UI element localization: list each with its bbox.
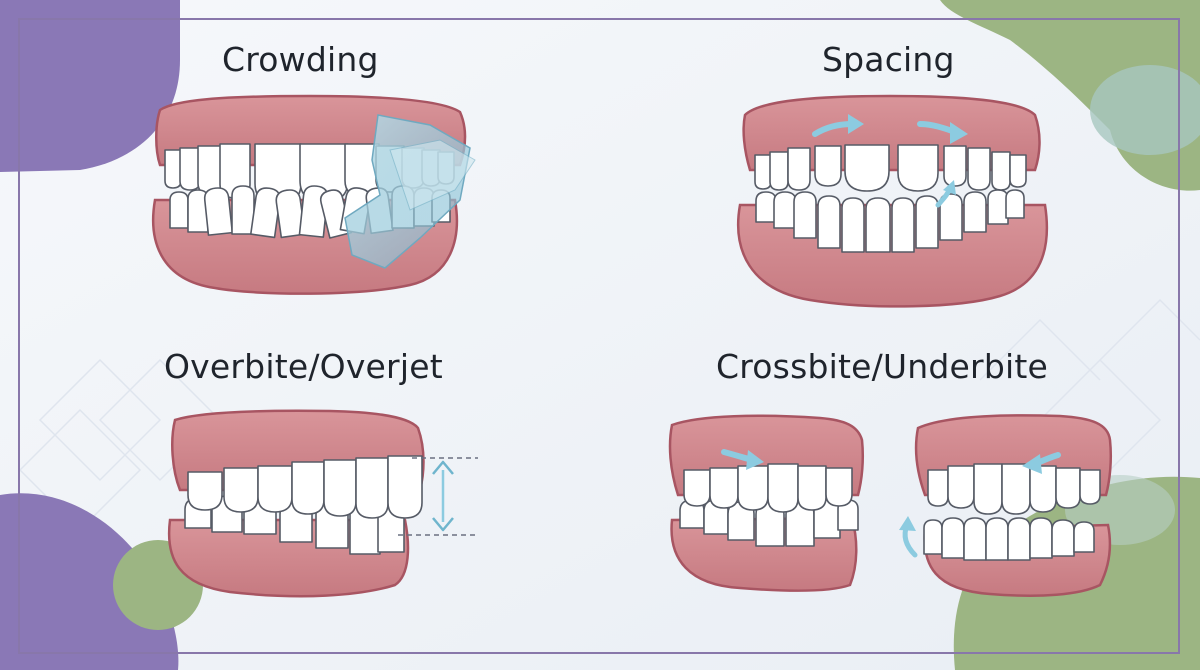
tooth — [1001, 463, 1031, 515]
tooth — [943, 145, 967, 187]
tooth — [203, 187, 234, 236]
double-arrow-vertical-icon — [398, 457, 478, 536]
tooth — [291, 461, 325, 515]
tooth — [769, 151, 789, 191]
aligner-shield-icon — [389, 139, 476, 211]
tooth — [963, 517, 987, 561]
tooth — [223, 467, 259, 513]
curved-arrow-up-icon — [899, 516, 916, 531]
tooth — [915, 195, 939, 249]
tooth — [164, 149, 182, 189]
tooth — [991, 151, 1011, 191]
tooth — [797, 465, 827, 511]
upper-teeth — [927, 463, 1101, 515]
tooth — [683, 469, 711, 507]
lower-teeth — [923, 517, 1095, 561]
arrow-right-icon — [746, 450, 764, 470]
tooth — [1051, 519, 1075, 557]
tooth — [927, 469, 949, 507]
curved-arrow-up-icon — [943, 180, 956, 195]
tooth — [825, 467, 853, 507]
crossbite-title: Crossbite/Underbite — [716, 347, 1048, 386]
tooth — [1029, 465, 1057, 513]
tooth — [787, 147, 811, 191]
tooth — [169, 191, 189, 229]
lower-teeth — [755, 189, 1025, 253]
tooth — [844, 144, 890, 192]
arrow-right-icon — [848, 114, 864, 134]
tooth — [767, 463, 799, 513]
tooth — [179, 147, 201, 191]
tooth — [323, 459, 357, 517]
spacing-illustration — [736, 94, 1049, 308]
tooth — [773, 191, 797, 229]
tooth — [1007, 517, 1031, 561]
tooth — [841, 197, 865, 253]
overbite-illustration — [167, 409, 478, 598]
tooth — [197, 145, 223, 195]
tooth — [814, 145, 842, 187]
tooth — [387, 455, 423, 519]
tooth — [973, 463, 1003, 515]
tooth — [257, 465, 293, 513]
crossbite-illustration — [668, 414, 1113, 597]
tooth — [865, 197, 891, 253]
tooth — [967, 147, 991, 191]
tooth — [987, 189, 1009, 225]
tooth — [1009, 154, 1027, 188]
tooth — [897, 144, 939, 192]
tooth — [923, 519, 943, 555]
tooth — [355, 457, 389, 519]
tooth — [709, 467, 739, 509]
tooth — [275, 189, 306, 239]
upper-teeth — [187, 455, 423, 519]
tooth — [817, 195, 841, 249]
crowding-title: Crowding — [222, 40, 379, 79]
upper-teeth — [683, 463, 853, 513]
spacing-title: Spacing — [822, 40, 955, 79]
tooth — [985, 517, 1009, 561]
tooth — [941, 517, 965, 559]
tooth — [755, 191, 777, 223]
overbite-title: Overbite/Overjet — [164, 347, 443, 386]
tooth — [963, 191, 987, 233]
tooth — [1079, 469, 1101, 505]
tooth — [1055, 467, 1081, 509]
upper-teeth — [754, 144, 1027, 192]
tooth — [947, 465, 975, 509]
arrow-right-icon — [950, 122, 968, 144]
purple-blob-bottom-left — [0, 493, 179, 670]
tooth — [1005, 189, 1025, 219]
purple-blob-top-left — [0, 0, 180, 172]
tooth — [754, 154, 772, 190]
tooth — [793, 191, 817, 239]
tooth — [231, 185, 255, 235]
tooth — [891, 197, 915, 253]
crowding-illustration — [151, 94, 476, 295]
tooth — [187, 471, 223, 511]
tooth — [737, 465, 769, 511]
teal-blob-top-right — [1090, 65, 1200, 155]
arrow-left-icon — [1022, 454, 1042, 474]
tooth — [1073, 521, 1095, 553]
tooth — [1029, 517, 1053, 559]
